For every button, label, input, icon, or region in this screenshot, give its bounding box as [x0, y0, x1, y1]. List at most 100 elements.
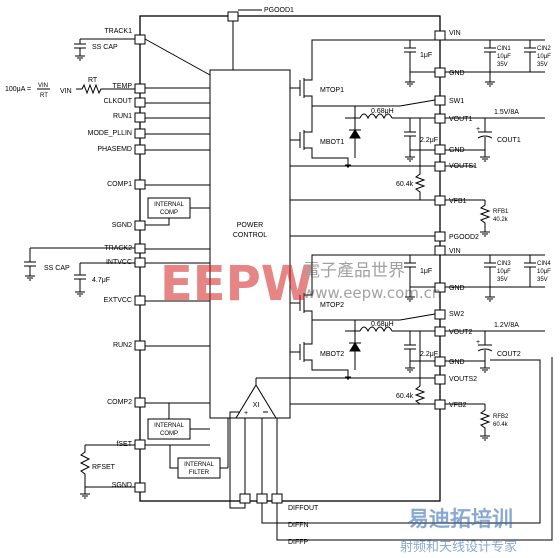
pin-label-gnd3: GND — [449, 285, 465, 292]
rt-eq-left: 100μA = — [5, 86, 31, 93]
pin-label-vouts2: VOUTS2 — [449, 376, 477, 383]
pin-label-phasemd: PHASEMD — [97, 146, 132, 153]
cin2-value: 10μF — [537, 54, 551, 60]
cout1-plus: + — [476, 126, 480, 133]
rt-eq-den: RT — [40, 93, 48, 99]
pin-label-vout2: VOUT2 — [449, 329, 472, 336]
pin-label-temp: TEMP — [113, 83, 133, 90]
diffout-label: DIFFOUT — [288, 505, 319, 512]
pin-label-comp1: COMP1 — [107, 181, 132, 188]
vout2-network — [404, 330, 545, 441]
pin-label-comp2: COMP2 — [107, 399, 132, 406]
rfb1-value: 40.2k — [493, 217, 509, 223]
pin-label-sw2: SW2 — [449, 311, 464, 318]
cin1-voltage: 35V — [497, 62, 508, 68]
channel1-power-stage — [290, 39, 436, 168]
cin2-voltage: 35V — [537, 62, 548, 68]
cin3-value: 10μF — [497, 269, 511, 275]
eepw-cn-text: 電子產品世界 — [303, 261, 405, 281]
bottom-watermark: 易迪拓培训 射频和天线设计专家 — [400, 507, 517, 555]
pin-pgood1 — [227, 11, 239, 22]
pin-label-sgnd1: SGND — [112, 222, 132, 229]
pin-label-sgnd2: SGND — [112, 482, 132, 489]
c-1uf-1-label: 1μF — [420, 52, 432, 59]
pin-label-gnd1: GND — [449, 70, 465, 77]
mtop1-label: MTOP1 — [320, 87, 344, 94]
pin-label-vfb2: VFB2 — [449, 402, 467, 409]
left-pin-wires — [144, 38, 211, 446]
internal-filter-label-2: FILTER — [189, 470, 210, 476]
l2-label: 0.68μH — [371, 321, 394, 328]
pin-diffp — [271, 493, 283, 504]
right-pin-group — [434, 30, 446, 410]
channel2-power-stage — [290, 254, 436, 380]
pin-label-track1: TRACK1 — [104, 28, 132, 35]
l1-label: 0.68μH — [371, 108, 394, 115]
rt-label: RT — [88, 77, 98, 84]
mtop2-label: MTOP2 — [320, 302, 344, 309]
diffn-label: DIFFN — [288, 522, 309, 529]
internal-comp1-label-2: COMP — [160, 210, 178, 216]
cin4-voltage: 35V — [537, 277, 548, 283]
vout1-rating: 1.5V/8A — [494, 109, 519, 116]
cout1-label: COUT1 — [497, 137, 521, 144]
diffp-label: DIFFP — [288, 539, 309, 546]
eepw-url-text: www.eepw.com.cn — [303, 284, 441, 302]
internal-comp2-label-2: COMP — [160, 431, 178, 437]
internal-comp1-label-1: INTERNAL — [154, 202, 184, 208]
cout2-plus: + — [476, 339, 480, 346]
cin1-name: CIN1 — [497, 46, 511, 52]
cin-bank-2 — [404, 254, 545, 302]
vout1-network — [404, 117, 545, 237]
rt-vin-label: VIN — [60, 88, 72, 95]
ss-cap-label-2: SS CAP — [44, 265, 70, 272]
r-604-2-label: 60.4k — [396, 393, 414, 400]
pin-label-pgood2: PGOOD2 — [449, 234, 479, 241]
rfset-label: RFSET — [92, 464, 116, 471]
pgood1-label: PGOOD1 — [264, 7, 294, 14]
ss-cap-label-1: SS CAP — [92, 44, 118, 51]
mbot1-label: MBOT1 — [320, 139, 344, 146]
cin-bank-1 — [404, 39, 545, 87]
pin-label-vfb1: VFB1 — [449, 198, 467, 205]
pin-label-run2: RUN2 — [113, 342, 132, 349]
pin-label-sw1: SW1 — [449, 98, 464, 105]
cin1-value: 10μF — [497, 54, 511, 60]
cin3-voltage: 35V — [497, 277, 508, 283]
pin-label-extvcc: EXTVCC — [104, 297, 132, 304]
internal-comp2-label-1: INTERNAL — [154, 423, 184, 429]
pin-label-vout1: VOUT1 — [449, 116, 472, 123]
pin-label-run1: RUN1 — [113, 113, 132, 120]
intvcc-cap-label: 4.7μF — [92, 277, 110, 284]
diff-amp-label: XI — [253, 402, 260, 409]
amp-plus: + — [244, 410, 248, 417]
pin-label-clkout: CLKOUT — [104, 98, 133, 105]
bottom-cn-1: 易迪拓培训 — [408, 507, 513, 531]
pin-diffn — [256, 493, 268, 504]
c-1uf-2-label: 1μF — [420, 268, 432, 275]
eepw-logo-text: EEPW — [160, 256, 314, 312]
pin-label-vin1: VIN — [449, 30, 461, 37]
r-604-1-label: 60.4k — [396, 181, 414, 188]
rfb1-name: RFB1 — [493, 209, 509, 215]
diff-amp — [235, 384, 277, 419]
power-control-block — [209, 69, 291, 419]
rt-eq-num: VIN — [38, 83, 48, 89]
internal-filter-label-1: INTERNAL — [184, 462, 214, 468]
eepw-watermark: EEPW 電子產品世界 www.eepw.com.cn — [160, 256, 441, 312]
cin3-name: CIN3 — [497, 261, 511, 267]
cin4-name: CIN4 — [537, 261, 551, 267]
cin4-value: 10μF — [537, 269, 551, 275]
c-22-2-label: 2.2μF — [420, 351, 438, 358]
internal-wires — [290, 165, 435, 405]
power-control-label-2: CONTROL — [233, 232, 267, 239]
pin-label-mode-pllin: MODE_PLLIN — [88, 130, 132, 137]
vout2-rating: 1.2V/8A — [494, 322, 519, 329]
pin-label-vin2: VIN — [449, 248, 461, 255]
pin-diffout — [239, 493, 251, 504]
bottom-cn-2: 射频和天线设计专家 — [400, 539, 517, 555]
rfb2-value: 60.4k — [493, 422, 509, 428]
cout2-label: COUT2 — [497, 351, 521, 358]
c-22-1-label: 2.2μF — [420, 137, 438, 144]
